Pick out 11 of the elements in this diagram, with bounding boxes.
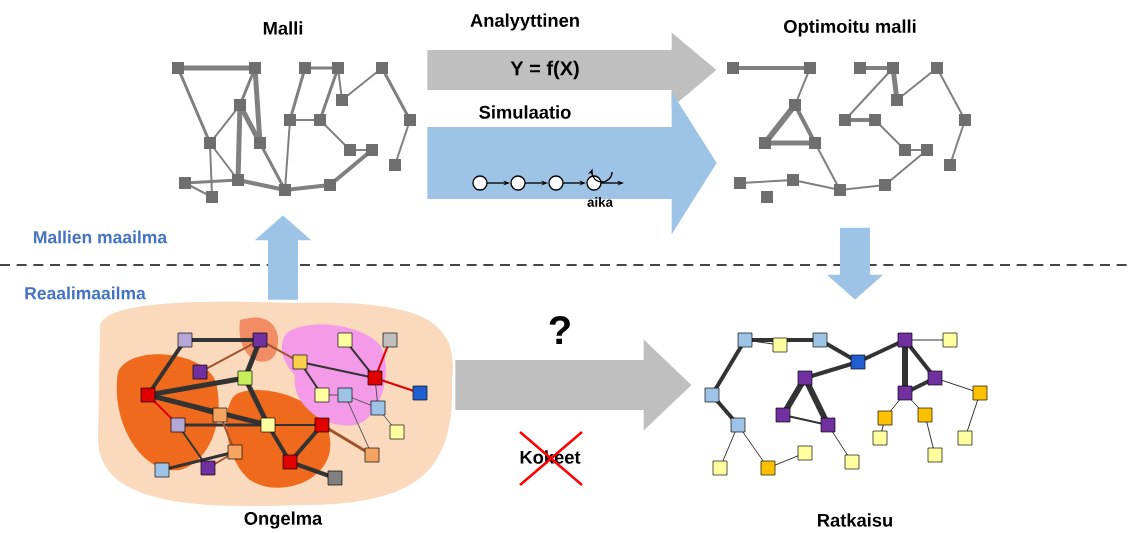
heading: Optimoitu malli	[784, 19, 916, 37]
formula-label: Y = f(X)	[510, 60, 579, 80]
edge-label: ?	[549, 316, 570, 344]
time-label: aika	[587, 197, 614, 207]
region-label: Reaalimaailma	[25, 286, 146, 300]
heading: Malli	[263, 21, 303, 35]
heading: Ongelma	[244, 511, 323, 529]
edge-label: Simulaatio	[479, 105, 571, 119]
edge-label: Analyyttinen	[470, 13, 579, 31]
region-label: Mallien maailma	[34, 230, 168, 244]
heading: Ratkaisu	[818, 513, 892, 527]
